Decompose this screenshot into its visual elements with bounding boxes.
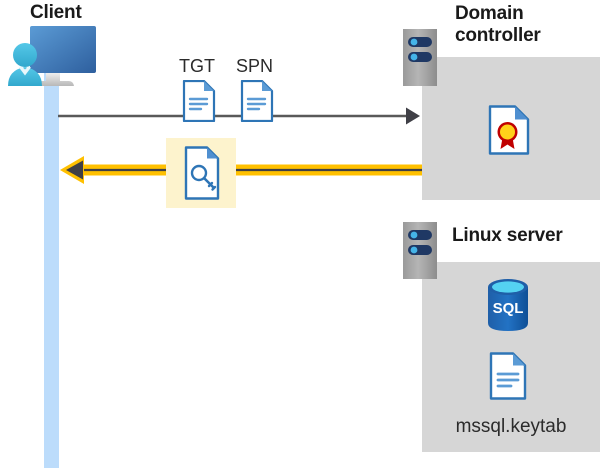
domain-controller-server-rack-icon [403,29,437,86]
domain-controller-title-line1: Domain [455,3,524,24]
tgt-label: TGT [179,56,215,76]
tgt-document-icon [182,80,216,122]
spn-label: SPN [236,56,274,76]
client-lifeline [44,60,59,468]
domain-controller-title: Domain controller [455,3,595,47]
sql-database-icon: SQL [488,279,528,331]
sql-label: SQL [493,300,524,317]
keytab-filename-label: mssql.keytab [455,416,567,437]
spn-document-icon [240,80,274,122]
request-arrow-right [58,107,420,125]
key-document-icon [184,146,220,200]
keytab-document-icon [489,352,527,400]
domain-controller-title-line2: controller [455,25,541,46]
certificate-icon [488,105,530,155]
response-arrow-left [60,156,422,184]
linux-server-title: Linux server [452,225,563,246]
client-workstation-icon [8,26,96,86]
linux-server-rack-icon [403,222,437,279]
client-title: Client [30,2,82,23]
